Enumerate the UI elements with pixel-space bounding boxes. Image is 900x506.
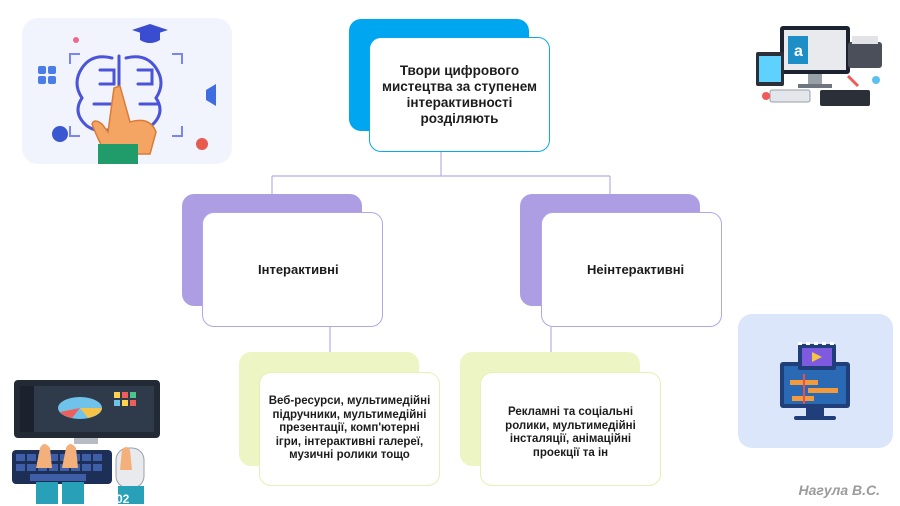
svg-text:a: a (794, 43, 803, 60)
root-node-label: Твори цифрового мистецтва за ступенем ін… (381, 62, 538, 126)
video-monitor-icon (738, 314, 893, 448)
right-leaf-label: Рекламні та соціальні ролики, мультимеді… (505, 406, 636, 459)
author-signature: Нагула В.С. (798, 482, 880, 498)
root-node: Твори цифрового мистецтва за ступенем ін… (369, 37, 550, 152)
design-workstation-icon: a (756, 26, 882, 106)
left-branch-label: Інтерактивні (258, 262, 339, 277)
left-leaf-node: Веб-ресурси, мультимедійні підручники, м… (259, 372, 440, 486)
left-branch-node: Інтерактивні (202, 212, 383, 327)
right-branch-node: Неінтерактивні (541, 212, 722, 327)
brain-touch-icon (22, 18, 232, 164)
right-leaf-node: Рекламні та соціальні ролики, мультимеді… (480, 372, 661, 486)
computer-keyboard-icon: 02 (12, 380, 160, 506)
right-branch-label: Неінтерактивні (587, 262, 685, 277)
left-leaf-label: Веб-ресурси, мультимедійні підручники, м… (268, 395, 431, 462)
slide-badge: 02 (116, 492, 130, 506)
